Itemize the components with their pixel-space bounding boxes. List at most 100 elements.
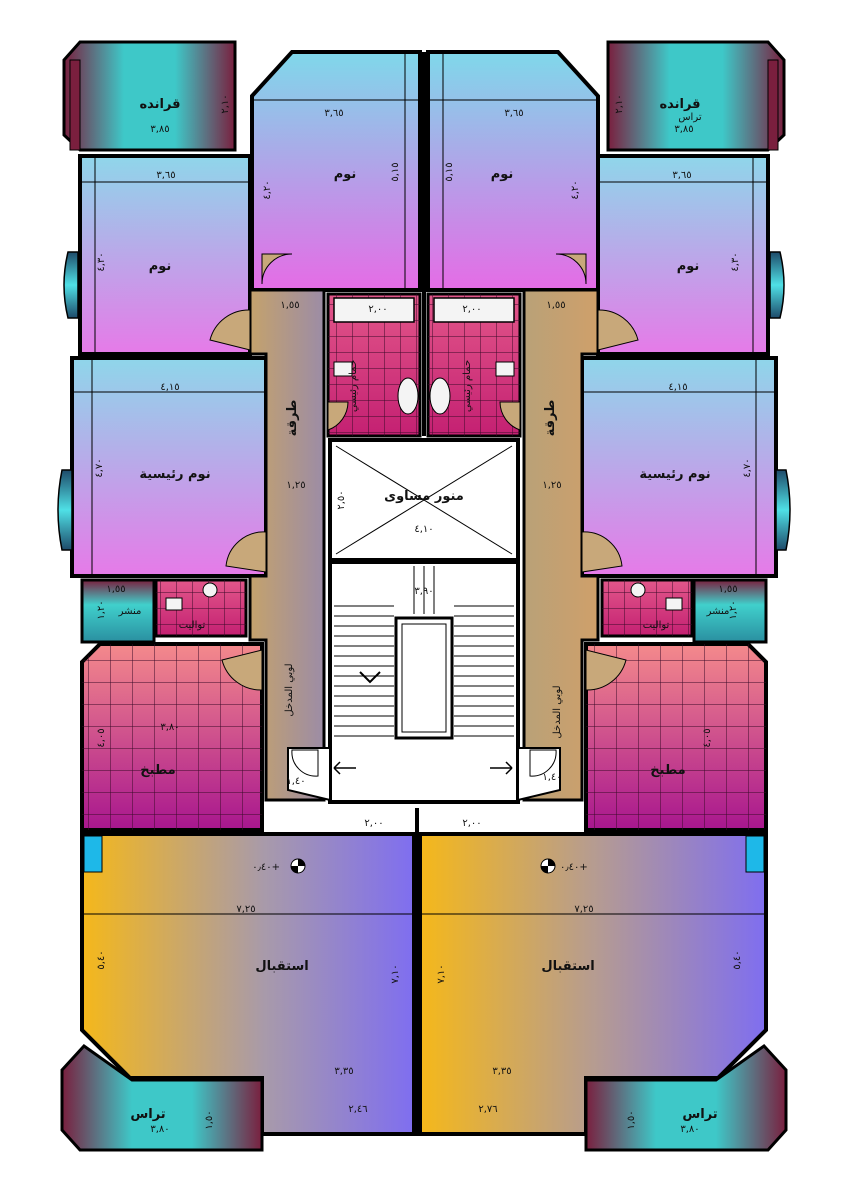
dim-200-low-r: ٢,٠٠ (462, 818, 481, 829)
label-reception-l: استقبال (255, 959, 308, 974)
label-master-r: نوم رئيسية (639, 467, 710, 482)
dim-725-r: ٧,٢٥ (574, 904, 593, 915)
dim-385-r: ٣,٨٥ (674, 124, 693, 135)
dim-155-mid-l: ١,٥٥ (106, 584, 125, 595)
dim-335-l: ٣,٣٥ (334, 1066, 353, 1077)
dim-410: ٤,١٠ (414, 524, 433, 535)
dim-420-r: ٤,٢٠ (570, 180, 581, 199)
staircase (328, 560, 520, 804)
dim-515-l: ٥,١٥ (390, 162, 401, 181)
dim-140-l: ١,٤٠ (286, 776, 305, 787)
dim-365-side-r: ٣,٦٥ (672, 170, 691, 181)
dim-365-side-l: ٣,٦٥ (156, 170, 175, 181)
toilet-left (154, 578, 248, 638)
balcony-top-left (62, 40, 237, 152)
label-reception-r: استقبال (541, 959, 594, 974)
balcony-top-right (606, 40, 786, 152)
dim-155-mid-r: ١,٥٥ (718, 584, 737, 595)
master-bedroom-right (580, 356, 778, 578)
dim-515-r: ٥,١٥ (444, 162, 455, 181)
dim-120-l: ١,٢٠ (96, 600, 107, 619)
level-marker-right-icon (540, 858, 556, 874)
label-bath-r: حمام رئيسي (462, 360, 473, 412)
dim-710-r: ٧,١٠ (436, 964, 447, 983)
dim-380-kit: ٣,٨٠ (160, 722, 179, 733)
reception-right (418, 832, 768, 1136)
dim-125-l: ١,٢٥ (286, 480, 305, 491)
dim-200-low-l: ٢,٠٠ (364, 818, 383, 829)
label-bath-l: حمام رئيسي (348, 360, 359, 412)
dim-200-bath-r: ٢,٠٠ (462, 304, 481, 315)
dim-150-r: ١,٥٠ (626, 1110, 637, 1129)
stair-arrow-icon (333, 671, 513, 775)
label-terrace-br: تراس (682, 1107, 717, 1122)
kitchen-left (80, 642, 264, 832)
label-balcony-tr: قرانده (659, 97, 700, 112)
dim-430-l: ٤,٣٠ (96, 252, 107, 271)
label-entrance-l: لوبي المدخل (284, 663, 295, 716)
label-bed-side-r: نوم (677, 259, 700, 274)
dim-390: ٣,٩٠ (414, 586, 433, 597)
dim-200-bath-l: ٢,٠٠ (368, 304, 387, 315)
door-swings (209, 253, 639, 777)
label-bed-side-l: نوم (149, 259, 172, 274)
toilet-right (600, 578, 694, 638)
corridor-left (248, 288, 326, 802)
level-marker-left-icon (290, 858, 306, 874)
dim-380-br: ٣,٨٠ (680, 1124, 699, 1135)
window-left-2 (57, 469, 73, 551)
dim-415-l: ٤,١٥ (160, 382, 179, 393)
dim-405-l: ٤,٠٥ (96, 728, 107, 747)
dim-725-l: ٧,٢٥ (236, 904, 255, 915)
master-bedroom-left (70, 356, 268, 578)
window-left-1 (63, 251, 79, 319)
label-corridor-r: طرقة (543, 400, 558, 437)
label-shaft: منور مساوى (384, 489, 464, 504)
dim-155-top-l: ١,٥٥ (280, 300, 299, 311)
dim-276: ٢,٧٦ (478, 1104, 497, 1115)
laundry-left (80, 578, 156, 644)
dim-710-l: ٧,١٠ (390, 964, 401, 983)
dim-365-top-l: ٣,٦٥ (324, 108, 343, 119)
dim-210-r: ٢,١٠ (614, 94, 625, 113)
dim-250: ٢,٥٠ (336, 490, 347, 509)
dim-246: ٢,٤٦ (348, 1104, 367, 1115)
dim-155-top-r: ١,٥٥ (546, 300, 565, 311)
label-kitchen-l: مطبخ (140, 763, 175, 778)
dim-125-r: ١,٢٥ (542, 480, 561, 491)
dim-335-r: ٣,٣٥ (492, 1066, 511, 1077)
dim-120-r: ١,٢٠ (728, 600, 739, 619)
label-bed-top-l: نوم (334, 167, 357, 182)
dim-140-r: ١,٤٠ (542, 772, 561, 783)
label-bed-top-r: نوم (491, 167, 514, 182)
label-corridor-l: طرقة (285, 400, 300, 437)
window-right-2 (775, 469, 791, 551)
dim-540-r: ٥,٤٠ (732, 950, 743, 969)
label-laundry-r: منشر (706, 606, 730, 617)
laundry-right (692, 578, 768, 644)
level-label-l: ٠٫٤٠+ (252, 862, 280, 873)
light-shaft (328, 438, 520, 562)
label-terrace-tr-small: تراس (678, 112, 702, 123)
label-laundry-l: منشر (118, 606, 142, 617)
dim-415-r: ٤,١٥ (668, 382, 687, 393)
dim-540-l: ٥,٤٠ (96, 950, 107, 969)
label-toilet-r: تواليت (643, 620, 670, 631)
dim-470-r: ٤,٧٠ (742, 458, 753, 477)
dim-470-l: ٤,٧٠ (94, 458, 105, 477)
label-kitchen-r: مطبخ (650, 763, 685, 778)
dim-380-bl: ٣,٨٠ (150, 1124, 169, 1135)
dim-405-r: ٤,٠٥ (702, 728, 713, 747)
label-master-l: نوم رئيسية (139, 467, 210, 482)
terrace-bottom-left (60, 1044, 264, 1152)
dim-430-r: ٤,٣٠ (730, 252, 741, 271)
dim-210-l: ٢,١٠ (220, 94, 231, 113)
dim-365-top-r: ٣,٦٥ (504, 108, 523, 119)
label-terrace-bl: تراس (130, 1107, 165, 1122)
label-entrance-r: لوبي المدخل (552, 685, 563, 738)
terrace-bottom-right (584, 1044, 788, 1152)
level-label-r: ٠٫٤٠+ (560, 862, 588, 873)
dim-420-l: ٤,٢٠ (262, 180, 273, 199)
dim-385-l: ٣,٨٥ (150, 124, 169, 135)
label-balcony-tl: قرانده (139, 97, 180, 112)
